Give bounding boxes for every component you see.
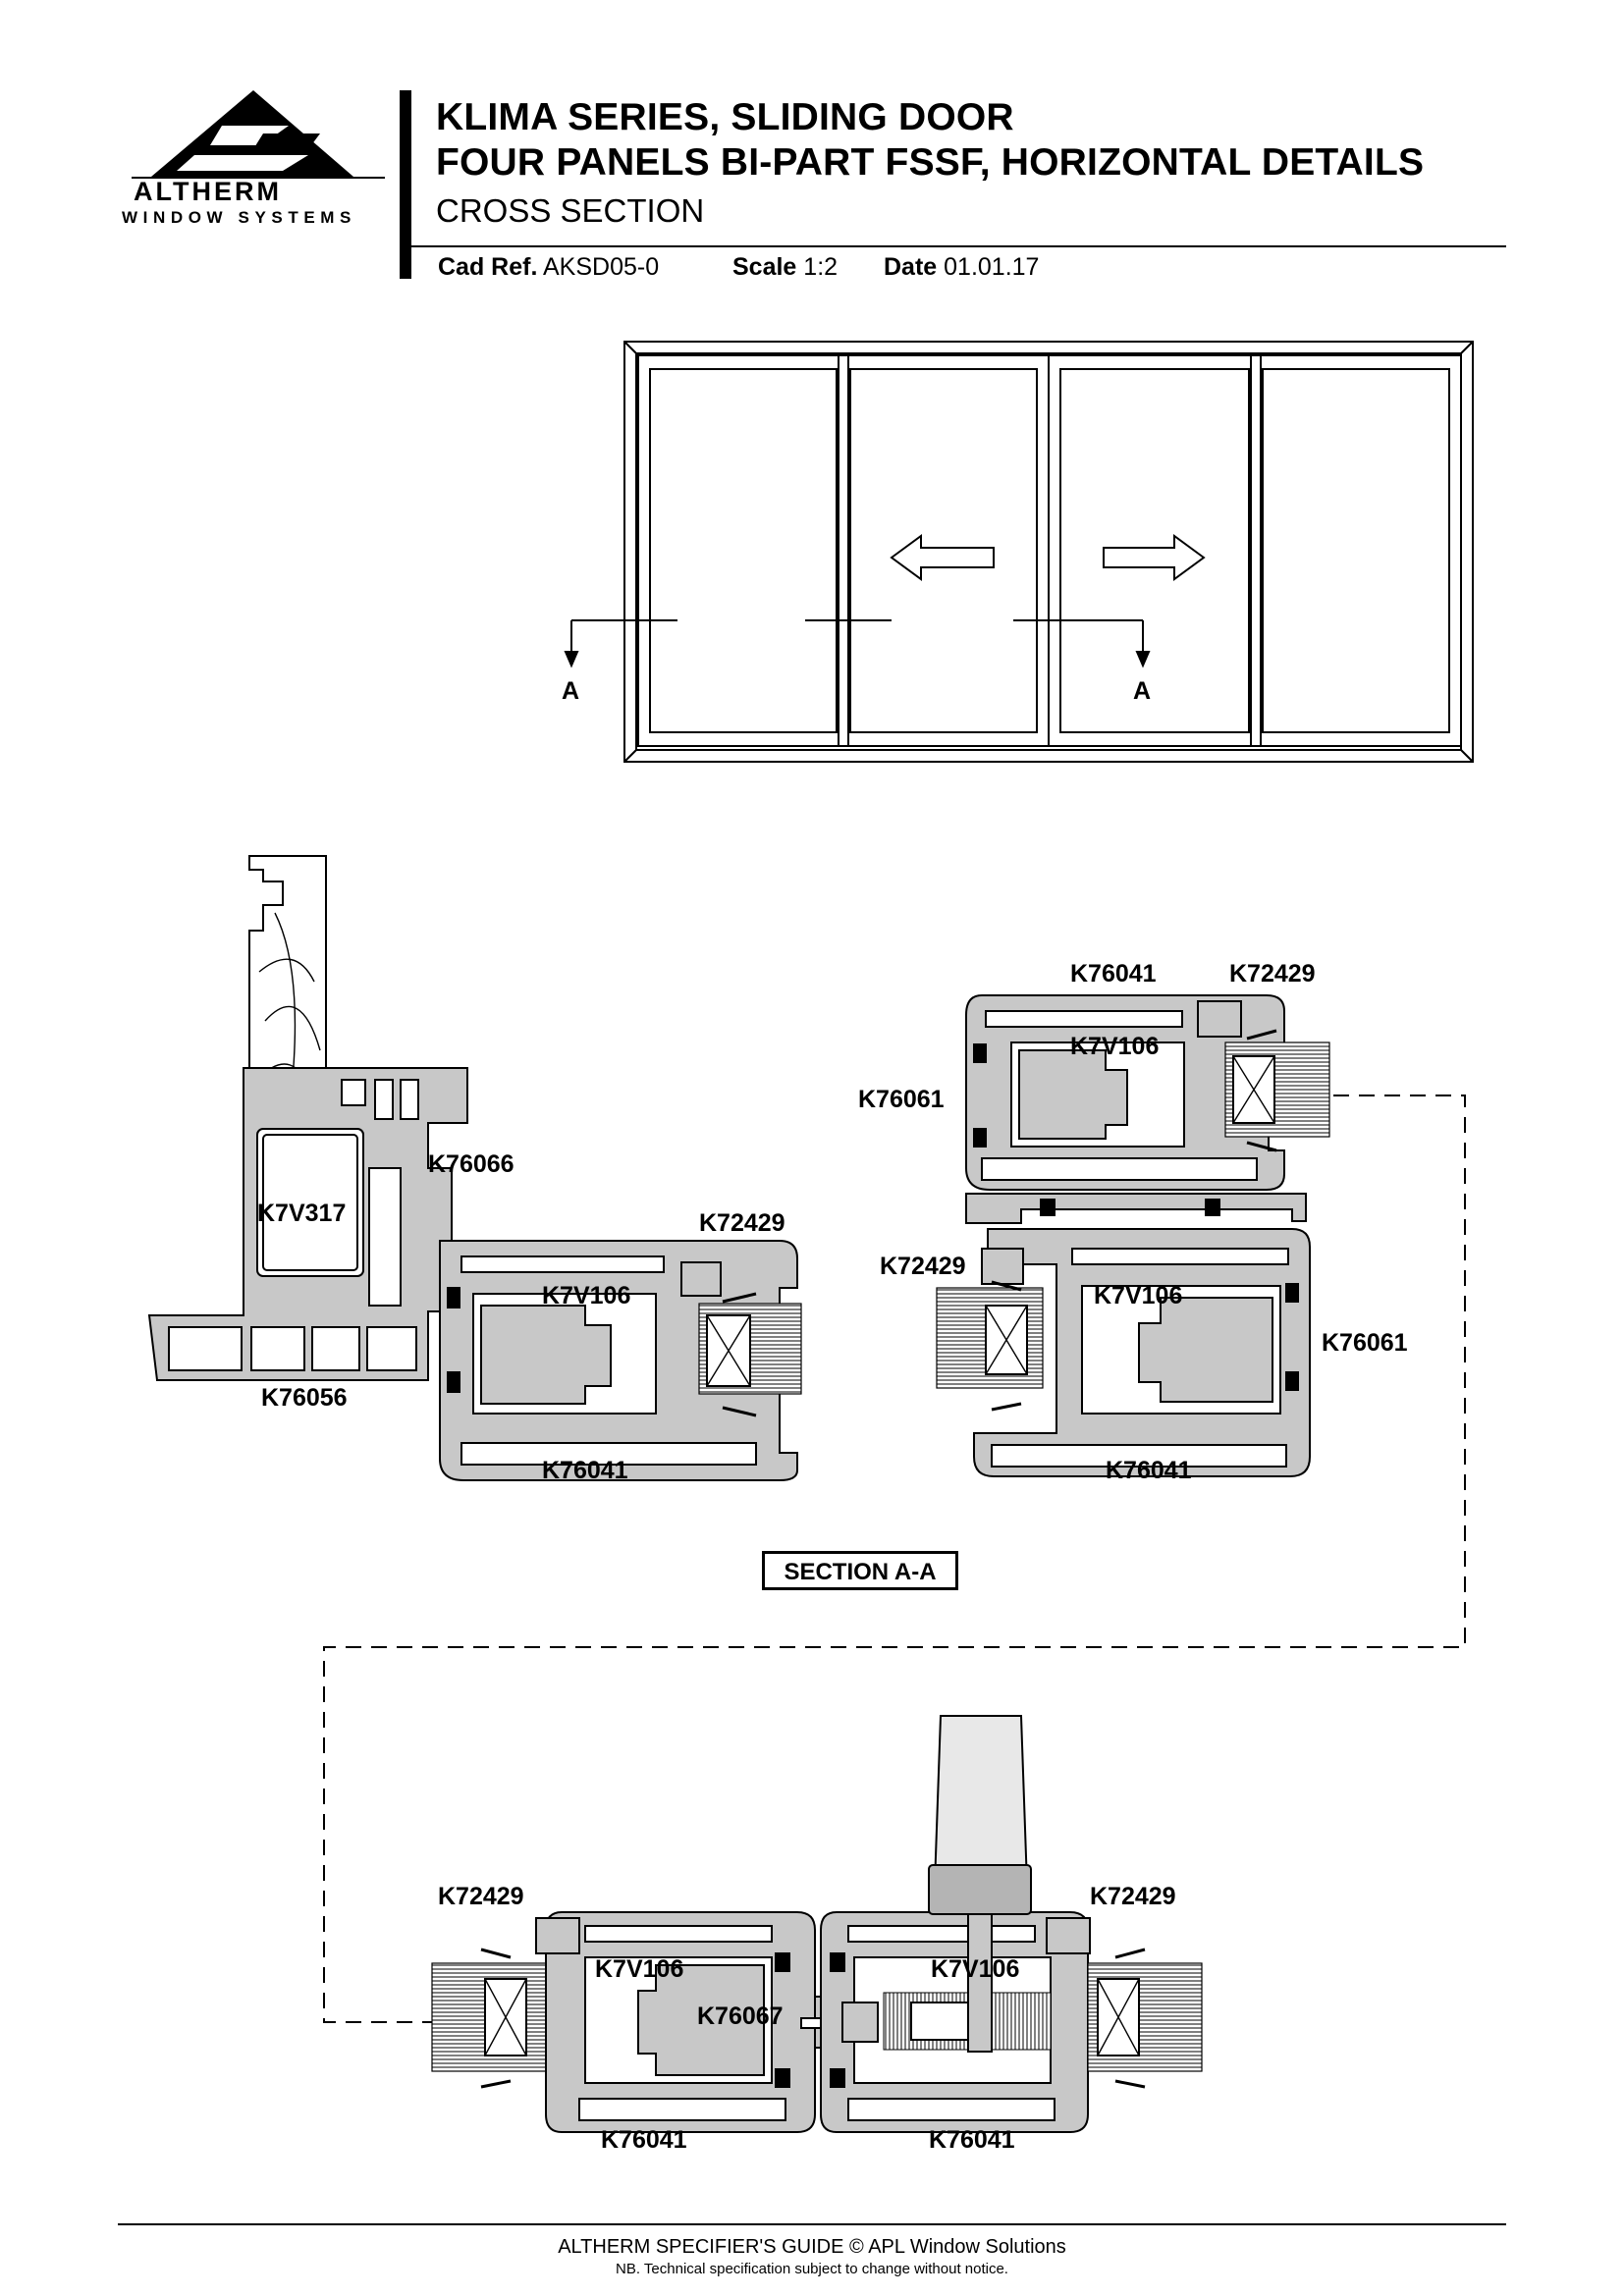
meeting-stile-detail bbox=[431, 1715, 1203, 2133]
date-value: 01.01.17 bbox=[944, 253, 1040, 281]
header-divider-bar bbox=[400, 90, 411, 279]
label-meeting-k7v106-right: K7V106 bbox=[931, 1955, 1020, 1983]
footer-line-2: NB. Technical specification subject to c… bbox=[616, 2261, 1008, 2277]
upper-right-detail bbox=[936, 994, 1330, 1477]
label-k76056: K76056 bbox=[261, 1384, 348, 1412]
footer-line-1: ALTHERM SPECIFIER'S GUIDE © APL Window S… bbox=[558, 2236, 1066, 2258]
label-upper-k76061-left: K76061 bbox=[858, 1086, 945, 1113]
label-lower-k72429: K72429 bbox=[880, 1253, 966, 1280]
cad-ref-value: AKSD05-0 bbox=[542, 253, 660, 281]
label-lower-k76061-right: K76061 bbox=[1322, 1329, 1408, 1357]
date-label: Date bbox=[884, 253, 938, 281]
cad-ref-label: Cad Ref. bbox=[438, 253, 538, 281]
subtitle: CROSS SECTION bbox=[436, 192, 705, 229]
cad-ref: Cad Ref. AKSD05-0 bbox=[438, 253, 659, 282]
label-lower-k7v106: K7V106 bbox=[1094, 1282, 1183, 1309]
scale-value: 1:2 bbox=[803, 253, 839, 281]
altherm-logo bbox=[116, 86, 401, 234]
brand-tagline: WINDOW SYSTEMS bbox=[122, 208, 356, 227]
door-elevation bbox=[623, 341, 1474, 763]
section-mark-right: A bbox=[1133, 677, 1152, 705]
date: Date 01.01.17 bbox=[884, 253, 1039, 282]
section-title: SECTION A-A bbox=[784, 1559, 937, 1585]
label-panel1-k76041: K76041 bbox=[542, 1457, 628, 1484]
label-upper-k76041: K76041 bbox=[1070, 960, 1157, 988]
section-cut-line bbox=[564, 619, 1151, 668]
label-meeting-k72429-left: K72429 bbox=[438, 1883, 524, 1910]
label-k76066: K76066 bbox=[428, 1150, 514, 1178]
label-meeting-k7v106-left: K7V106 bbox=[595, 1955, 684, 1983]
logo-mark-icon bbox=[132, 90, 385, 179]
label-panel1-k72429: K72429 bbox=[699, 1209, 785, 1237]
label-upper-k7v106: K7V106 bbox=[1070, 1033, 1160, 1060]
section-mark-left: A bbox=[562, 677, 580, 705]
title-line-2: FOUR PANELS BI-PART FSSF, HORIZONTAL DET… bbox=[436, 141, 1425, 184]
label-meeting-k76067: K76067 bbox=[697, 2002, 784, 2030]
brand-name: ALTHERM bbox=[134, 177, 282, 206]
detail-connector-dashed bbox=[323, 1095, 1466, 2023]
header-rule bbox=[411, 245, 1506, 247]
label-upper-k72429: K72429 bbox=[1229, 960, 1316, 988]
label-lower-k76041: K76041 bbox=[1106, 1457, 1192, 1484]
scale-label: Scale bbox=[732, 253, 797, 281]
label-k7v317: K7V317 bbox=[257, 1200, 347, 1227]
left-fixed-frame-detail bbox=[147, 855, 802, 1481]
title-line-1: KLIMA SERIES, SLIDING DOOR bbox=[436, 96, 1014, 138]
label-panel1-k7v106: K7V106 bbox=[542, 1282, 631, 1309]
label-meeting-k72429-right: K72429 bbox=[1090, 1883, 1176, 1910]
label-meeting-k76041-left: K76041 bbox=[601, 2126, 687, 2154]
scale: Scale 1:2 bbox=[732, 253, 838, 282]
section-title-box: SECTION A-A bbox=[762, 1551, 958, 1590]
label-meeting-k76041-right: K76041 bbox=[929, 2126, 1015, 2154]
